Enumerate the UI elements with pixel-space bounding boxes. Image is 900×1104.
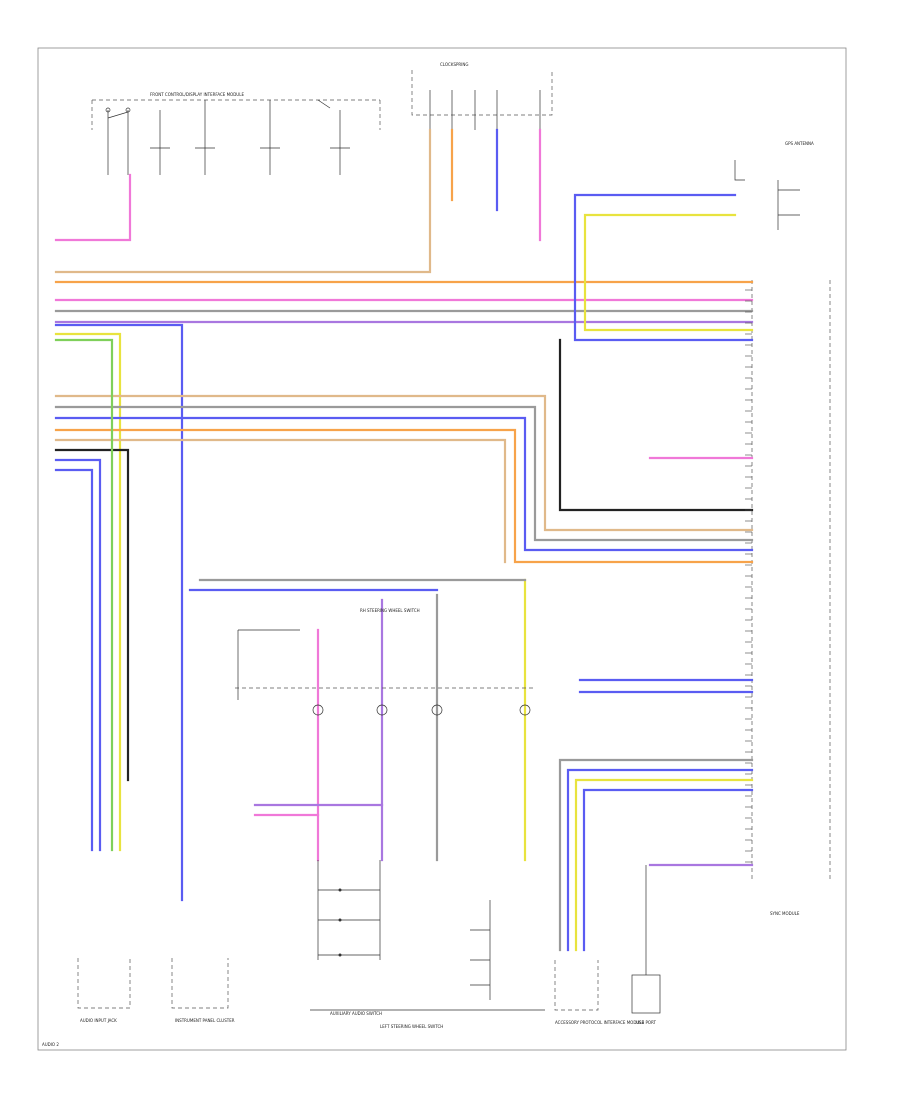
wire-yellow-17 bbox=[583, 213, 754, 332]
bus-wires bbox=[54, 128, 754, 952]
lh-switch-title: LEFT STEERING WHEEL SWITCH bbox=[380, 1024, 443, 1029]
wire-blue-30 bbox=[566, 768, 754, 952]
auxiliary-audio-switch-label: AUXILIARY AUDIO SWITCH bbox=[330, 1011, 382, 1016]
wire-blue-7 bbox=[54, 323, 184, 902]
clockspring-connector: CLOCKSPRING bbox=[411, 62, 553, 130]
lh-steering-wheel-switch: AUXILIARY AUDIO SWITCH LEFT STEERING WHE… bbox=[310, 860, 545, 1029]
wire-tan-1 bbox=[54, 128, 432, 274]
wire-black-18 bbox=[558, 338, 754, 512]
wire-pink-0 bbox=[54, 173, 132, 242]
audio-input-jack-title: AUDIO INPUT JACK bbox=[80, 1018, 117, 1023]
usb-port-title: USB PORT bbox=[636, 1020, 657, 1025]
ipc-title: INSTRUMENT PANEL CLUSTER bbox=[175, 1018, 235, 1023]
rh-switch-title: RH STEERING WHEEL SWITCH bbox=[360, 608, 420, 613]
switch-block-title: FRONT CONTROL/DISPLAY INTERFACE MODULE bbox=[150, 92, 244, 97]
wire-yellow-31 bbox=[574, 778, 754, 952]
wire-green-35 bbox=[54, 338, 114, 852]
sync-module-box: SYNC MODULE bbox=[751, 280, 831, 916]
wire-yellow-6 bbox=[54, 332, 122, 852]
wire-gray-29 bbox=[558, 758, 754, 952]
gps-antenna: GPS ANTENNA bbox=[734, 141, 814, 230]
gps-antenna-title: GPS ANTENNA bbox=[785, 141, 814, 146]
rh-steering-wheel-switch: RH STEERING WHEEL SWITCH bbox=[235, 608, 535, 716]
wire-blue-32 bbox=[582, 788, 754, 952]
wire-black-13 bbox=[54, 448, 130, 782]
wire-tan-12 bbox=[54, 438, 507, 564]
page-code: AUDIO 2 bbox=[42, 1042, 59, 1047]
wire-blue-15 bbox=[54, 468, 94, 852]
wire-blue-16 bbox=[573, 193, 754, 342]
sync-module-title: SYNC MODULE bbox=[770, 911, 800, 916]
front-control-switch-block: FRONT CONTROL/DISPLAY INTERFACE MODULE bbox=[91, 92, 381, 175]
clockspring-title: CLOCKSPRING bbox=[440, 62, 468, 67]
wire-orange-11 bbox=[54, 428, 754, 564]
wire-blue-14 bbox=[54, 458, 102, 852]
diagram-frame bbox=[37, 47, 847, 1051]
accessory-module-title: ACCESSORY PROTOCOL INTERFACE MODULE bbox=[555, 1020, 645, 1025]
bottom-connectors: AUDIO INPUT JACK INSTRUMENT PANEL CLUSTE… bbox=[77, 865, 661, 1025]
wire-tan-8 bbox=[54, 394, 754, 532]
wire-gray-9 bbox=[54, 405, 754, 542]
wire-blue-10 bbox=[54, 416, 754, 552]
